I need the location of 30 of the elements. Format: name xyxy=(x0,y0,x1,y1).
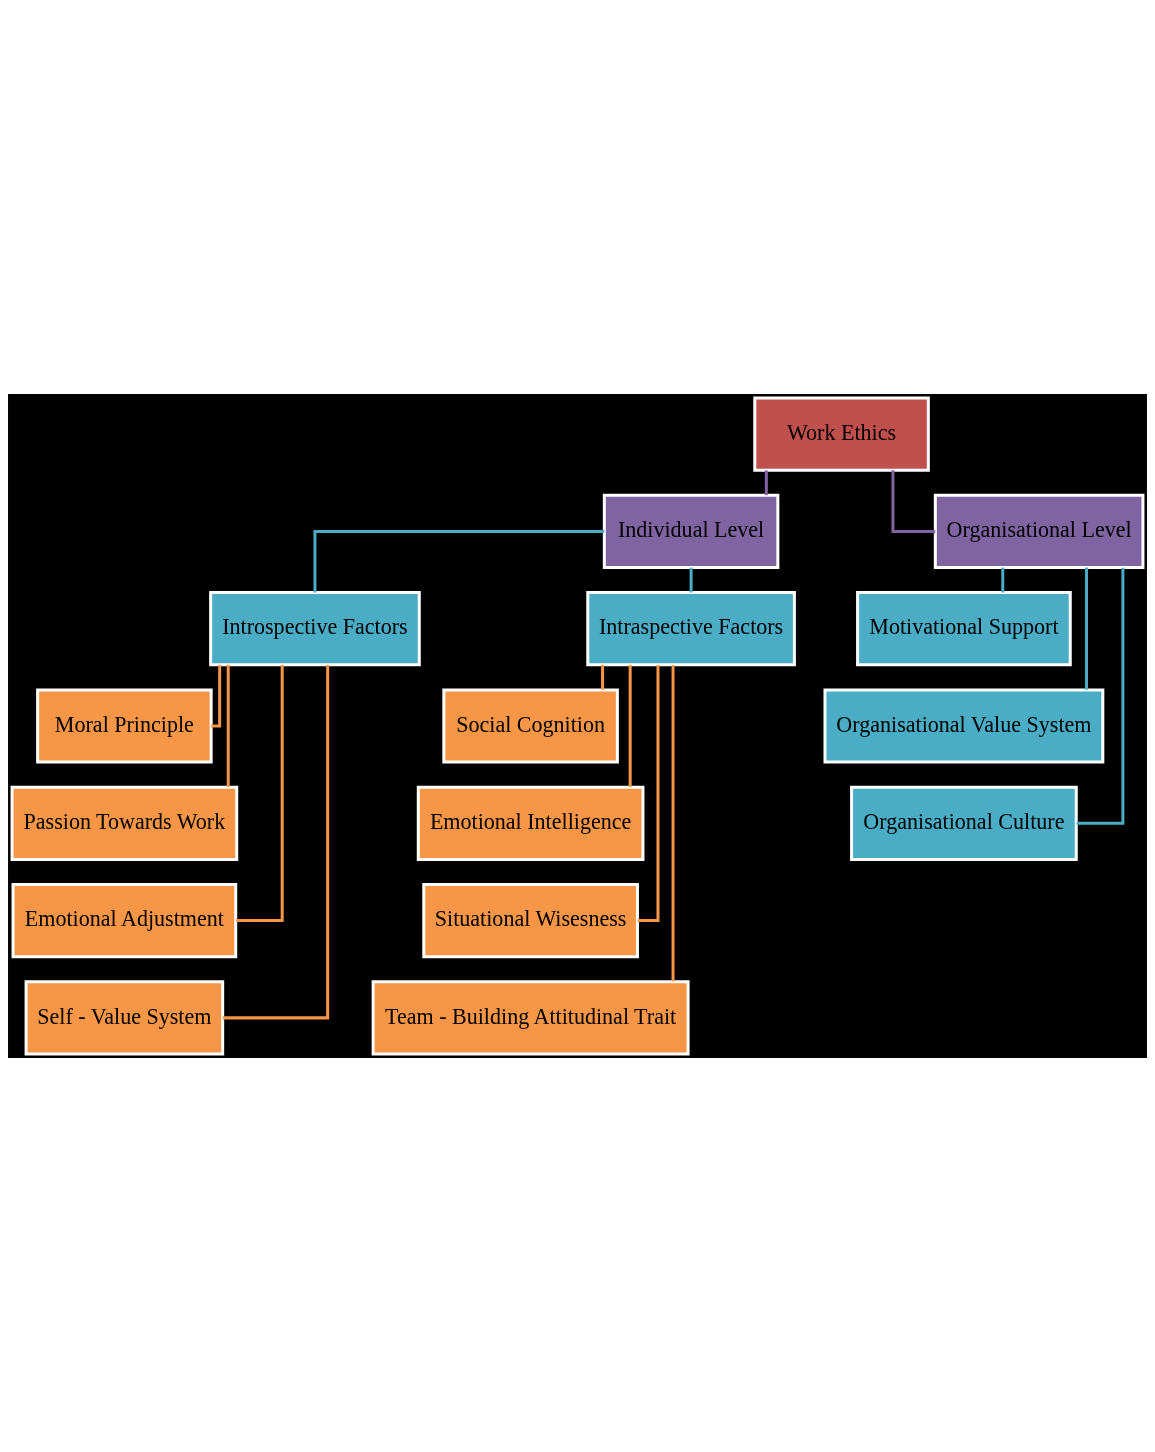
node-box: Passion Towards Work xyxy=(10,785,239,861)
node-box: Organisational Value System xyxy=(823,688,1105,764)
node-box: Social Cognition xyxy=(442,688,619,764)
connector xyxy=(313,529,605,593)
node-box: Situational Wisesness xyxy=(422,882,639,959)
connector xyxy=(1085,567,1089,690)
connector xyxy=(891,470,936,533)
node-box: Team - Building Attitudinal Trait xyxy=(371,980,690,1056)
node-box: Self - Value System xyxy=(24,980,225,1056)
node-box: Introspective Factors xyxy=(209,591,421,667)
connector xyxy=(628,664,632,787)
node-box: Emotional Intelligence xyxy=(416,785,645,861)
connector xyxy=(671,664,675,982)
connector xyxy=(1076,567,1125,825)
connector xyxy=(764,470,768,496)
node-box: Work Ethics xyxy=(753,396,930,472)
connector xyxy=(226,664,230,787)
connector xyxy=(601,664,605,690)
connector xyxy=(1001,567,1005,593)
node-box: Individual Level xyxy=(602,493,780,570)
node-box: Emotional Adjustment xyxy=(11,882,238,959)
connector xyxy=(689,567,693,593)
connector xyxy=(211,664,222,728)
node-box: Intraspective Factors xyxy=(586,591,796,667)
node-box: Organisational Culture xyxy=(850,785,1078,861)
node-box: Moral Principle xyxy=(36,688,213,764)
connector xyxy=(222,664,330,1020)
node-box: Organisational Level xyxy=(933,493,1145,570)
node-box: Motivational Support xyxy=(856,591,1072,667)
connector xyxy=(236,665,284,923)
